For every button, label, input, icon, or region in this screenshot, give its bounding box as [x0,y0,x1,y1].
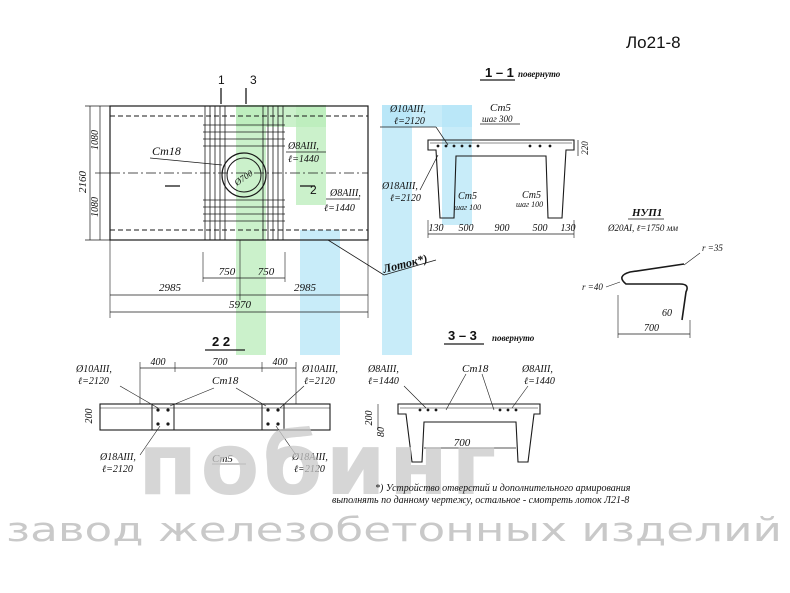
section-2-2: 2 2 400 700 400 200 Ø10АIII, ℓ=2120 Ст18… [75,334,338,475]
s33-dim-height: 200 [364,411,375,426]
s11-st5-b: Ст5 [522,190,541,201]
s11-dim-0: 130 [429,223,444,234]
s11-height: 220 [580,141,590,155]
s22-dim-height: 200 [84,409,95,424]
section-3-3-title: 3 – 3 [448,328,477,343]
s11-d10-len: ℓ=2120 [394,116,425,127]
s33-st18: Ст18 [462,363,489,375]
section-1-1-title: 1 – 1 [485,65,514,80]
watermark-brand: побинг [138,415,499,515]
footnote-line-2: выполнять по данному чертежу, остальное … [332,495,629,506]
nup1-spec: Ø20АI, ℓ=1750 мм [607,223,678,233]
s22-dim-left: 400 [151,357,166,368]
s11-d18: Ø18АIII, [381,181,418,192]
s11-dim-3: 500 [533,223,548,234]
cut-1-label: 1 [218,73,225,87]
nup1-title: НУП1 [631,207,662,219]
plan-d8-top: Ø8АIII, [287,141,319,152]
nup1-r-outer: r =40 [582,282,603,292]
s11-step300: шаг 300 [482,114,513,124]
s11-d18-len: ℓ=2120 [390,193,421,204]
s22-st18: Ст18 [212,375,239,387]
s22-d18-left-len: ℓ=2120 [102,464,133,475]
plan-opening-right: 750 [258,266,275,278]
watermark-tagline: завод железобетонных изделий [6,510,782,549]
nup1-height: 60 [662,308,672,319]
s33-dim-width: 700 [454,437,471,449]
s11-d10: Ø10АIII, [389,104,426,115]
section-1-1-note: повернуто [518,69,561,79]
s22-d10-right-len: ℓ=2120 [304,376,335,387]
plan-half-right: 2985 [294,282,317,294]
s11-dim-2: 900 [495,223,510,234]
s22-dim-right: 400 [273,357,288,368]
plan-height-total: 2160 [77,171,89,194]
cut-3-label: 3 [250,73,257,87]
nup1-width: 700 [644,323,659,334]
plan-height-bottom: 1080 [90,197,101,217]
watermark-logo-shapes [236,105,472,355]
plan-opening-left: 750 [219,266,236,278]
plan-half-left: 2985 [159,282,182,294]
section-1-1: 1 – 1 повернуто Ø10АIII, ℓ=2120 Ст5 шаг … [380,65,590,238]
s33-d8-left: Ø8АIII, [367,364,399,375]
s22-d18-left: Ø18АIII, [99,452,136,463]
s11-step100-a: шаг 100 [454,203,481,212]
section-3-3: 3 – 3 повернуто Ø8АIII, ℓ=1440 Ст18 Ø8АI… [364,328,555,463]
section-2-2-title: 2 2 [212,334,230,349]
section-3-3-note: повернуто [492,333,535,343]
s33-dim-depth: 80 [376,427,387,437]
s22-d18-right: Ø18АIII, [291,452,328,463]
footnote-line-1: *) Устройство отверстий и дополнительног… [375,483,631,494]
cut-2-label: 2 [310,183,317,197]
s11-dim-4: 130 [561,223,576,234]
nup1-detail: НУП1 Ø20АI, ℓ=1750 мм 700 60 r =40 r =35 [582,207,723,338]
s22-d10-left: Ø10АIII, [75,364,112,375]
plan-d8-mid-len: ℓ=1440 [324,203,355,214]
s33-d8-left-len: ℓ=1440 [368,376,399,387]
plan-d8-mid: Ø8АIII, [329,188,361,199]
s11-dim-1: 500 [459,223,474,234]
plan-st18-label: Ст18 [152,144,181,158]
s22-d10-left-len: ℓ=2120 [78,376,109,387]
s22-d18-right-len: ℓ=2120 [294,464,325,475]
s22-dim-mid: 700 [213,357,228,368]
nup1-r-inner: r =35 [702,243,723,253]
s11-st5-top: Ст5 [490,102,511,114]
plan-width-total: 5970 [229,299,252,311]
s11-step100-b: шаг 100 [516,200,543,209]
s33-d8-right-len: ℓ=1440 [524,376,555,387]
s33-d8-right: Ø8АIII, [521,364,553,375]
s22-d10-right: Ø10АIII, [301,364,338,375]
s22-st5: Ст5 [212,453,233,465]
plan-height-top: 1080 [90,130,101,150]
plan-d8-top-len: ℓ=1440 [288,154,319,165]
s11-st5-a: Ст5 [458,191,477,202]
sheet-code: Ло21-8 [626,33,681,52]
